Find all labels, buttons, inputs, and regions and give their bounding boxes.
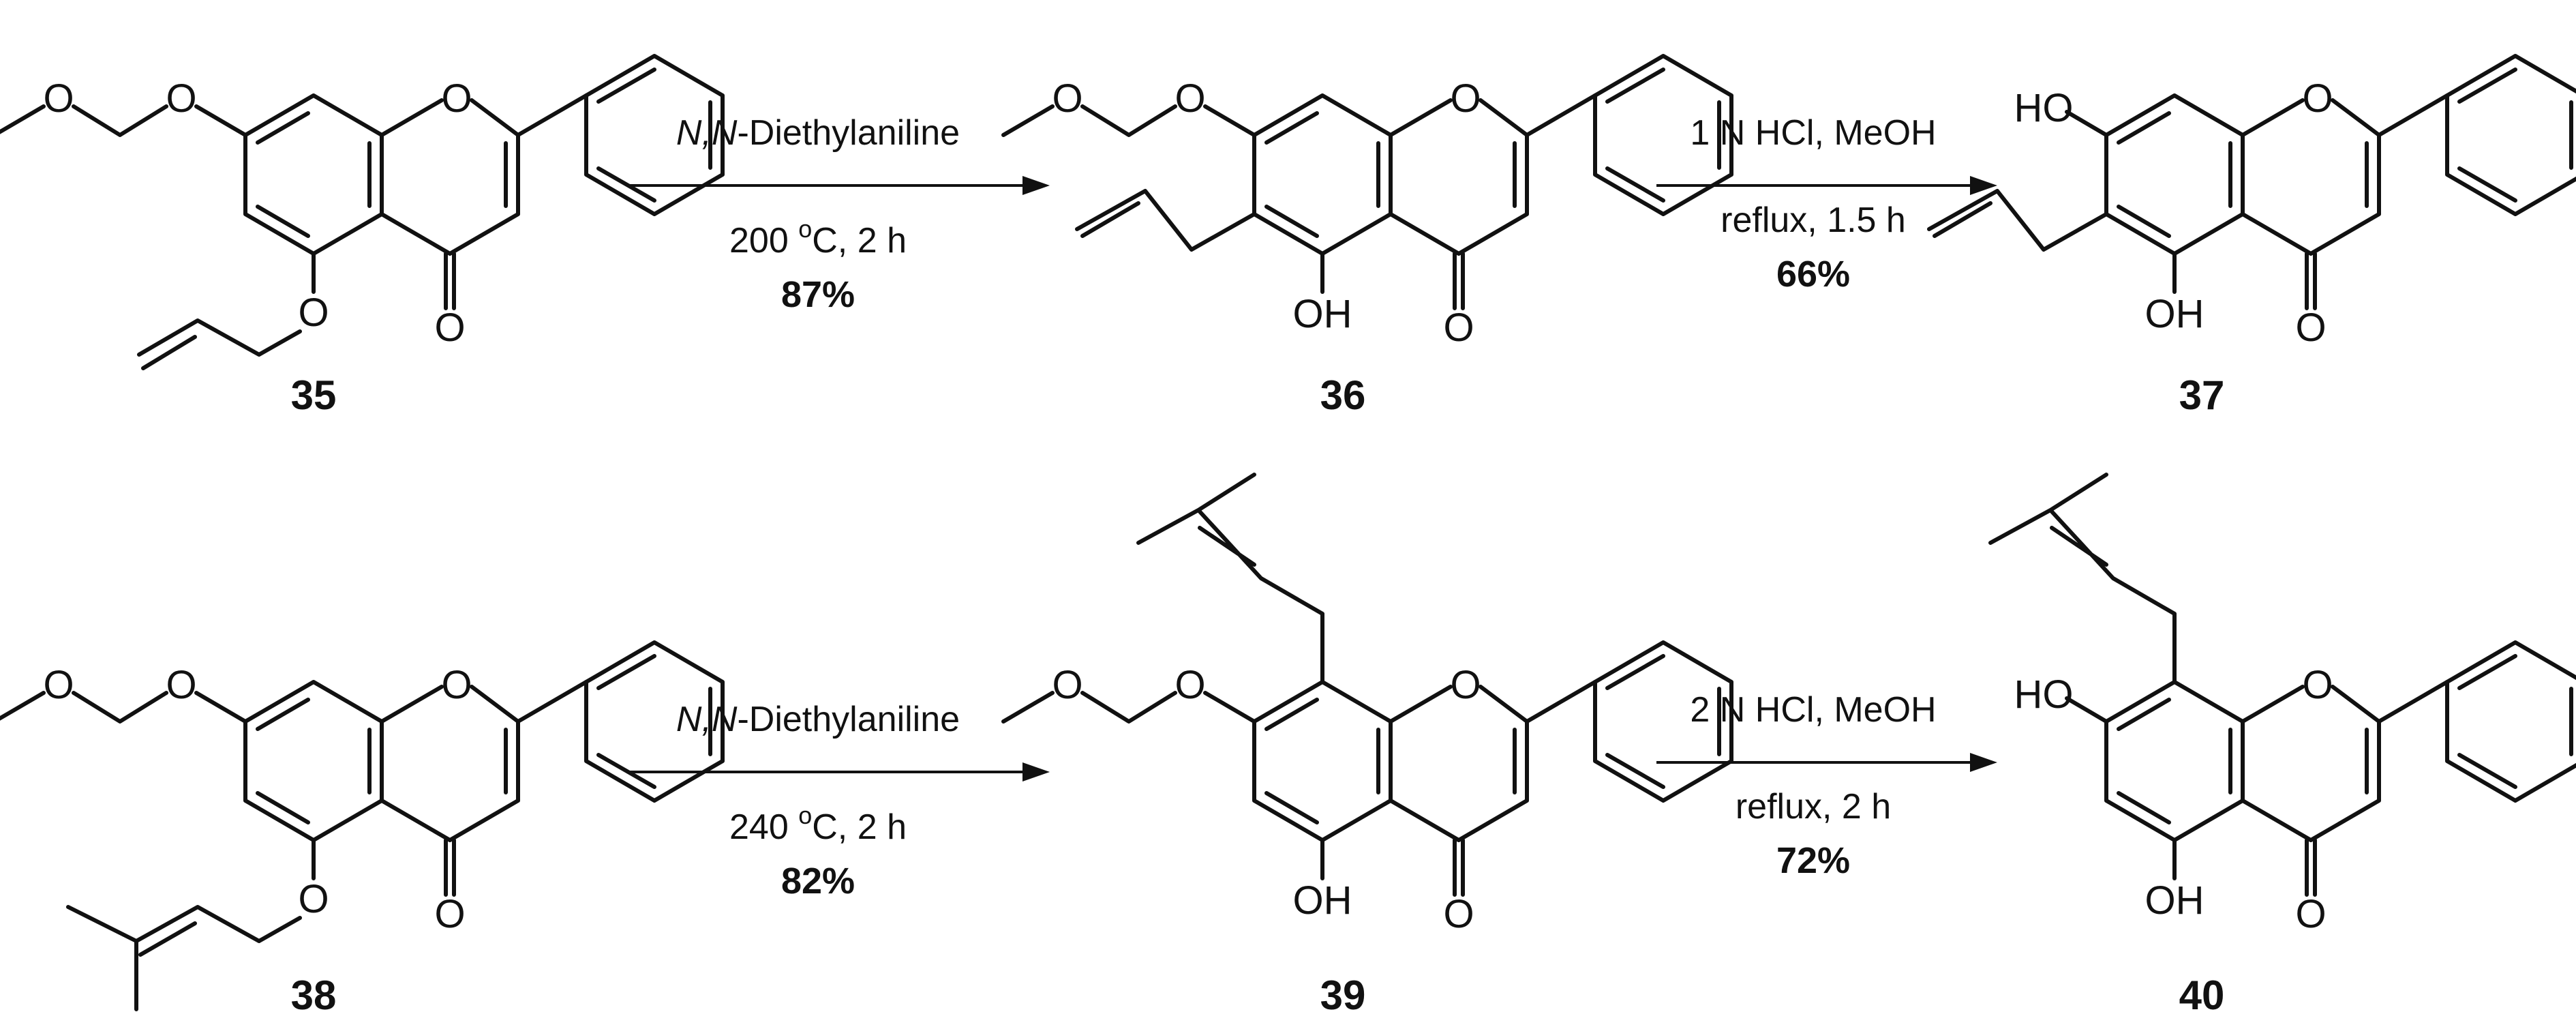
- yield: 66%: [1776, 254, 1850, 295]
- hydroxyl: OH: [2145, 878, 2204, 923]
- ring-oxygen: O: [1450, 663, 1481, 707]
- allyl-ether-oxygen: O: [298, 291, 329, 335]
- ring-oxygen: O: [2302, 76, 2333, 121]
- condition: reflux, 1.5 h: [1721, 200, 1906, 240]
- hydroxyl: HO: [2014, 672, 2074, 717]
- compound-38: O O O O O: [0, 642, 723, 1011]
- compound-label: 40: [2179, 972, 2225, 1018]
- temperature-time: 200 oC, 2 h: [729, 215, 907, 261]
- ring-oxygen: O: [441, 663, 472, 707]
- carbonyl-oxygen: O: [2295, 892, 2326, 936]
- reagent: 1 N HCl, MeOH: [1690, 113, 1936, 153]
- compound-label: 38: [291, 972, 337, 1018]
- compound-label: 35: [291, 372, 337, 418]
- compound-35: O O O O O: [0, 56, 723, 370]
- ring-oxygen: O: [1450, 76, 1481, 121]
- hydroxyl: OH: [2145, 292, 2204, 336]
- reaction-arrow-4: 2 N HCl, MeOH reflux, 2 h 72%: [1656, 690, 1997, 881]
- compound-label: 39: [1320, 972, 1366, 1018]
- reagent: N,N-Diethylaniline: [676, 700, 960, 739]
- ether-oxygen: O: [43, 663, 74, 707]
- compound-37: O O HO OH: [1927, 56, 2576, 350]
- compound-36: O O O O OH: [1003, 56, 1731, 350]
- yield: 87%: [781, 274, 855, 315]
- carbonyl-oxygen: O: [434, 306, 465, 350]
- condition: reflux, 2 h: [1736, 787, 1891, 827]
- carbonyl-oxygen: O: [1443, 892, 1474, 936]
- compound-label: 36: [1320, 372, 1366, 418]
- prenyl-ether-oxygen: O: [298, 877, 329, 921]
- ether-oxygen: O: [1175, 663, 1205, 707]
- yield: 82%: [781, 861, 855, 902]
- ether-oxygen: O: [1175, 76, 1205, 121]
- ether-oxygen: O: [166, 663, 196, 707]
- carbonyl-oxygen: O: [2295, 306, 2326, 350]
- reagent: N,N-Diethylaniline: [676, 113, 960, 153]
- carbonyl-oxygen: O: [1443, 306, 1474, 350]
- reaction-arrow-2: 1 N HCl, MeOH reflux, 1.5 h 66%: [1656, 113, 1997, 295]
- compound-39: O O O O OH: [1003, 473, 1731, 936]
- reaction-arrow-3: N,N-Diethylaniline 240 oC, 2 h 82%: [627, 700, 1050, 902]
- temperature-time: 240 oC, 2 h: [729, 801, 907, 847]
- compound-label: 37: [2179, 372, 2225, 418]
- hydroxyl: OH: [1293, 878, 1352, 923]
- ring-oxygen: O: [441, 76, 472, 121]
- hydroxyl: OH: [1293, 292, 1352, 336]
- ether-oxygen: O: [43, 76, 74, 121]
- reagent: 2 N HCl, MeOH: [1690, 690, 1936, 730]
- ether-oxygen: O: [1052, 663, 1082, 707]
- hydroxyl: HO: [2014, 86, 2074, 130]
- reaction-arrow-1: N,N-Diethylaniline 200 oC, 2 h 87%: [627, 113, 1050, 315]
- ether-oxygen: O: [166, 76, 196, 121]
- yield: 72%: [1776, 840, 1850, 881]
- compound-40: O O HO OH: [1988, 473, 2576, 936]
- ether-oxygen: O: [1052, 76, 1082, 121]
- ring-oxygen: O: [2302, 663, 2333, 707]
- carbonyl-oxygen: O: [434, 892, 465, 936]
